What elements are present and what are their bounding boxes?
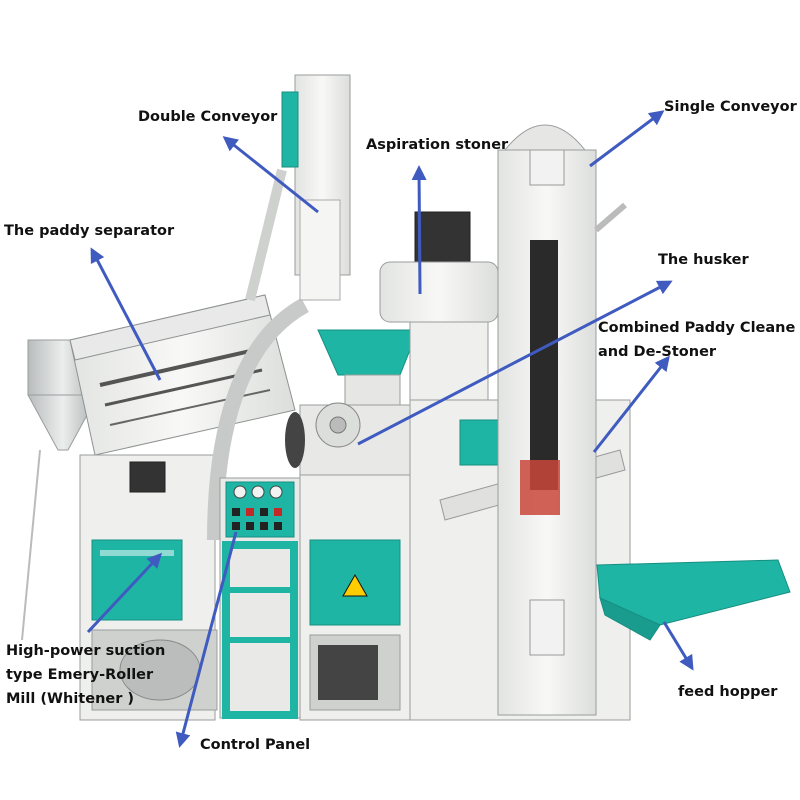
husker-cabinet <box>299 469 411 721</box>
control-panel-unit <box>219 477 301 719</box>
whitener-cabinet <box>79 454 218 721</box>
label-double-conveyor: Double Conveyor <box>138 109 278 125</box>
label-aspiration-stoner: Aspiration stoner <box>366 137 509 153</box>
feed-hopper-unit <box>596 559 791 641</box>
paddy-separator-unit <box>69 294 296 456</box>
arrow-whitener <box>86 552 163 634</box>
label-whitener-line2: type Emery-Roller <box>6 667 154 683</box>
arrow-paddy-separator <box>90 247 162 381</box>
label-whitener-line1: High-power suction <box>6 643 165 659</box>
husker-head <box>285 329 419 476</box>
double-conveyor-unit <box>245 74 351 302</box>
label-whitener-line3: Mill (Whitener ) <box>6 691 134 707</box>
arrow-husker <box>357 280 673 446</box>
arrow-aspiration-stoner <box>411 165 427 295</box>
arrow-double-conveyor <box>222 136 319 214</box>
single-conveyor-unit <box>497 124 627 716</box>
arrow-control-panel <box>175 531 238 748</box>
machine-illustration <box>21 74 791 721</box>
label-paddy-cleaner-line1: Combined Paddy Cleane <box>598 320 795 336</box>
label-paddy-cleaner-line2: and De-Stoner <box>598 344 717 360</box>
label-feed-hopper: feed hopper <box>678 684 778 700</box>
arrow-single-conveyor <box>589 110 665 168</box>
arrow-paddy-cleaner <box>592 355 670 453</box>
label-husker: The husker <box>658 252 749 268</box>
suction-hose <box>207 297 309 541</box>
label-control-panel: Control Panel <box>200 737 310 753</box>
arrow-feed-hopper <box>662 621 694 671</box>
label-paddy-separator: The paddy separator <box>4 223 175 239</box>
leader-arrows <box>86 110 694 748</box>
label-single-conveyor: Single Conveyor <box>664 99 798 115</box>
diagram-labels: Double Conveyor Aspiration stoner Single… <box>4 99 798 753</box>
